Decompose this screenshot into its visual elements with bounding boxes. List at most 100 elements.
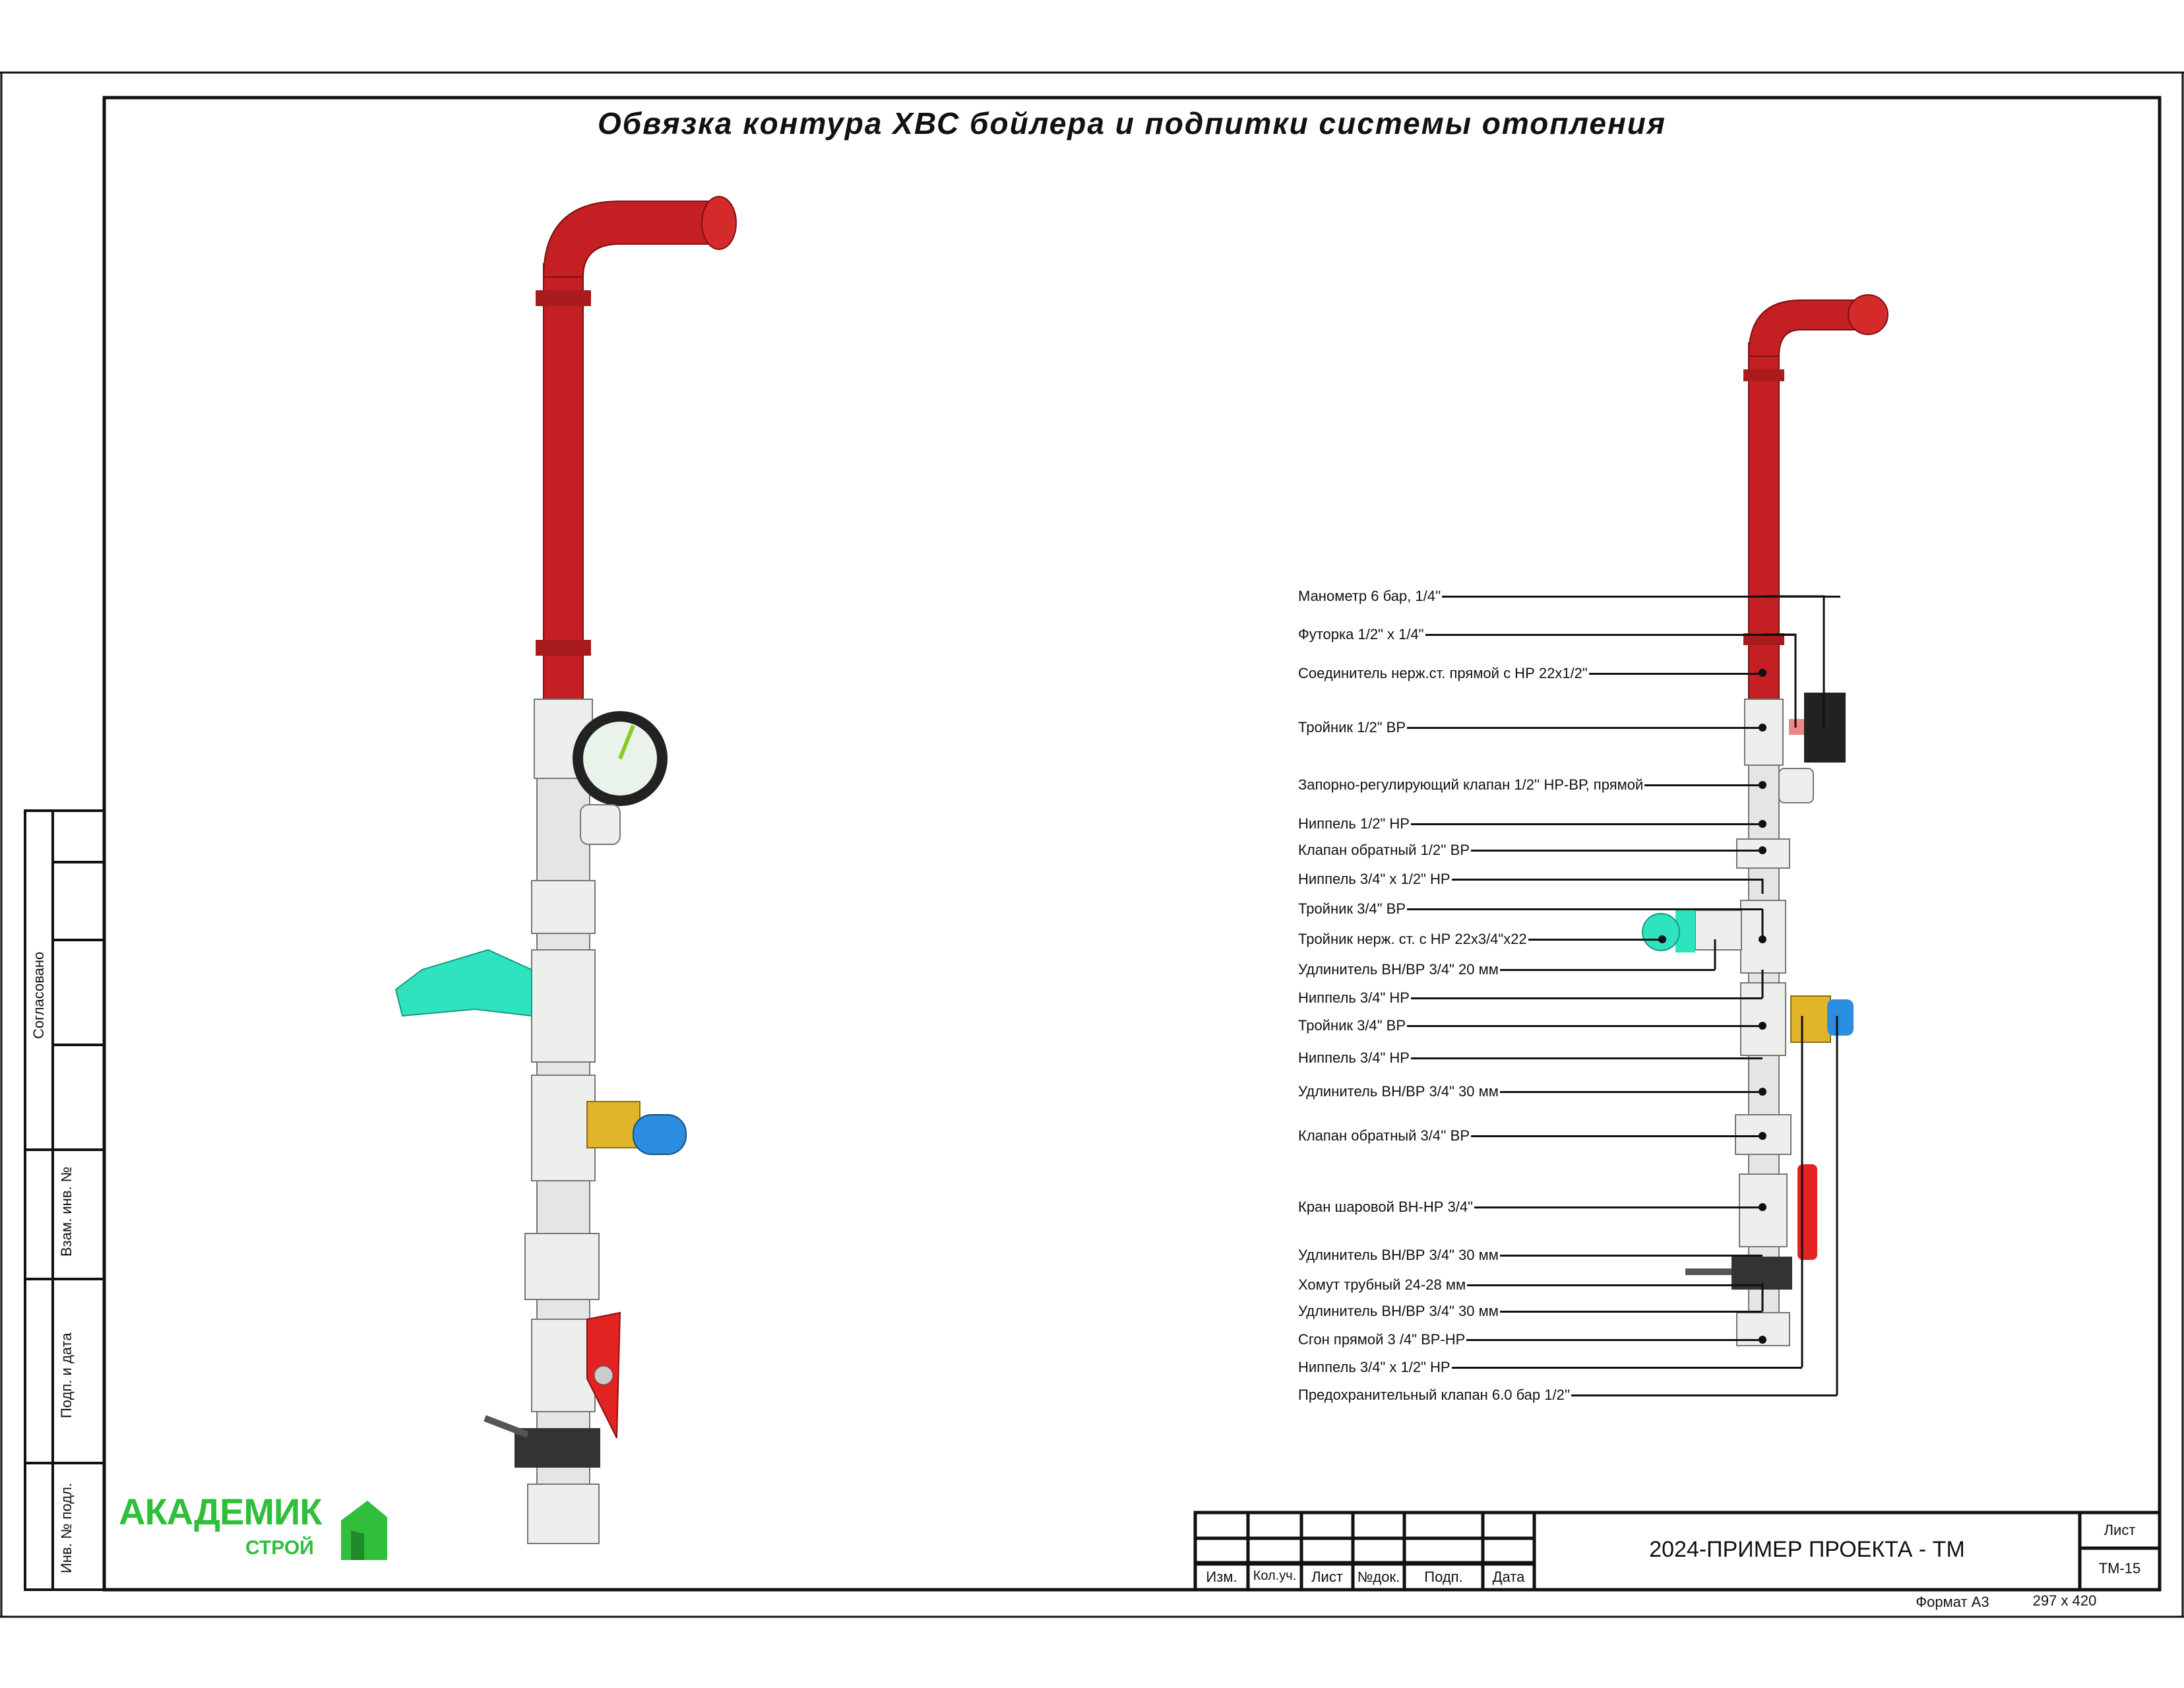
callout-extender-30-b: Удлинитель ВН/ВР 3/4" 30 мм xyxy=(1298,1245,1763,1265)
callout-text: Тройник 1/2" ВР xyxy=(1298,719,1406,735)
tb-header-ndok: №док. xyxy=(1357,1569,1400,1585)
leader-dot xyxy=(1759,1203,1766,1211)
leader-line xyxy=(1499,1090,1763,1093)
callout-nipple-reducer-b: Ниппель 3/4" x 1/2" НР xyxy=(1298,1358,1802,1377)
tb-header-izm: Изм. xyxy=(1206,1569,1237,1585)
drawing-title: Обвязка контура ХВС бойлера и подпитки с… xyxy=(598,106,1666,141)
callout-check-valve-half: Клапан обратный 1/2'' ВР xyxy=(1298,840,1763,860)
leader-line xyxy=(1442,595,1840,598)
callout-text: Сгон прямой 3 /4" ВР-НР xyxy=(1298,1331,1466,1348)
leader-dot xyxy=(1759,1336,1766,1344)
callout-nipple-half: Ниппель 1/2" НР xyxy=(1298,814,1763,834)
callout-extender-20: Удлинитель ВН/ВР 3/4" 20 мм xyxy=(1298,960,1715,980)
leader-line xyxy=(1425,633,1795,636)
callout-nipple-3-4: Ниппель 3/4" НР xyxy=(1298,988,1763,1008)
callout-text: Ниппель 3/4" НР xyxy=(1298,1049,1410,1066)
leader-line xyxy=(1407,1024,1763,1027)
callout-text: Ниппель 1/2" НР xyxy=(1298,815,1410,832)
callout-check-valve-3-4: Клапан обратный 3/4'' ВР xyxy=(1298,1126,1763,1146)
leader-line xyxy=(1411,1057,1763,1059)
stamp-inv-orig: Инв. № подл. xyxy=(58,1482,75,1573)
callout-manometer: Манометр 6 бар, 1/4'' xyxy=(1298,586,1840,606)
leader-line xyxy=(1407,908,1763,910)
leader-line xyxy=(1451,1366,1802,1369)
callout-text: Предохранительный клапан 6.0 бар 1/2'' xyxy=(1298,1387,1571,1403)
callout-tee-3-4: Тройник 3/4" ВР xyxy=(1298,899,1763,919)
callout-ball-valve: Кран шаровой ВН-НР 3/4" xyxy=(1298,1197,1763,1217)
callout-text: Ниппель 3/4" НР xyxy=(1298,989,1410,1006)
stamp-agreed: Согласовано xyxy=(30,951,47,1039)
callout-text: Хомут трубный 24-28 мм xyxy=(1298,1276,1466,1293)
callout-nipple-reducer: Ниппель 3/4" x 1/2" НР xyxy=(1298,869,1763,889)
leader-line xyxy=(1466,1338,1763,1341)
tb-header-list: Лист xyxy=(1311,1569,1343,1585)
tb-sheet-label: Лист xyxy=(2104,1522,2136,1538)
logo-icon xyxy=(341,1501,387,1560)
tb-project-code: 2024-ПРИМЕР ПРОЕКТА - ТМ xyxy=(1649,1537,1965,1562)
callout-text: Клапан обратный 3/4'' ВР xyxy=(1298,1127,1470,1144)
tb-format: Формат А3 xyxy=(1916,1594,1989,1610)
leader-line xyxy=(1451,878,1763,881)
callout-safety-valve: Предохранительный клапан 6.0 бар 1/2'' xyxy=(1298,1385,1837,1405)
callout-text: Ниппель 3/4" x 1/2" НР xyxy=(1298,871,1451,887)
leader-dot xyxy=(1759,724,1766,732)
callout-text: Тройник нерж. ст. с НР 22x3/4"x22 xyxy=(1298,931,1527,947)
leader-dot xyxy=(1759,669,1766,677)
leader-dot xyxy=(1759,846,1766,854)
tb-size: 297 x 420 xyxy=(2032,1592,2097,1609)
callout-text: Тройник 3/4" ВР xyxy=(1298,1017,1406,1034)
stamp-sign-date: Подп. и дата xyxy=(58,1332,75,1418)
leader-line xyxy=(1499,1310,1763,1313)
callout-text: Удлинитель ВН/ВР 3/4" 30 мм xyxy=(1298,1247,1499,1263)
tb-header-podp: Подп. xyxy=(1424,1569,1463,1585)
callout-text: Футорка 1/2" x 1/4" xyxy=(1298,626,1424,642)
tb-sheet-value: ТМ-15 xyxy=(2098,1560,2141,1577)
callout-nipple-3-4-second: Ниппель 3/4" НР xyxy=(1298,1048,1763,1068)
tb-header-kol: Кол.уч. xyxy=(1253,1569,1297,1583)
callout-text: Манометр 6 бар, 1/4'' xyxy=(1298,588,1441,604)
leader-line xyxy=(1474,1206,1763,1208)
callout-text: Удлинитель ВН/ВР 3/4" 20 мм xyxy=(1298,961,1499,978)
callout-tee-3-4-second: Тройник 3/4" ВР xyxy=(1298,1016,1763,1036)
leader-dot xyxy=(1759,935,1766,943)
callout-stainless-tee: Тройник нерж. ст. с НР 22x3/4"x22 xyxy=(1298,929,1662,949)
leader-line xyxy=(1588,672,1763,675)
leader-line xyxy=(1528,938,1662,941)
leader-line xyxy=(1499,1254,1763,1257)
leader-dot xyxy=(1759,1132,1766,1140)
leader-line xyxy=(1471,1135,1763,1137)
callout-text: Клапан обратный 1/2'' ВР xyxy=(1298,842,1470,858)
leader-line xyxy=(1467,1284,1763,1286)
callout-text: Соединитель нерж.ст. прямой с НР 22x1/2" xyxy=(1298,665,1588,681)
leader-line xyxy=(1471,849,1763,852)
callout-text: Тройник 3/4" ВР xyxy=(1298,900,1406,917)
callout-shutoff-valve: Запорно-регулирующий клапан 1/2'' НР-ВР,… xyxy=(1298,775,1763,795)
left-pipe-assembly xyxy=(394,196,737,1544)
leader-dot xyxy=(1759,1088,1766,1096)
callout-union: Сгон прямой 3 /4" ВР-НР xyxy=(1298,1330,1763,1350)
callout-tee-half: Тройник 1/2" ВР xyxy=(1298,718,1763,737)
callout-connector: Соединитель нерж.ст. прямой с НР 22x1/2" xyxy=(1298,664,1763,683)
callout-extender-30: Удлинитель ВН/ВР 3/4" 30 мм xyxy=(1298,1082,1763,1102)
leader-line xyxy=(1571,1394,1837,1396)
leader-dot xyxy=(1759,781,1766,789)
callout-futorka: Футорка 1/2" x 1/4" xyxy=(1298,625,1795,644)
leader-line xyxy=(1411,997,1763,999)
logo-text: АКАДЕМИК xyxy=(119,1491,322,1532)
stamp-replace-inv: Взам. инв. № xyxy=(58,1166,75,1257)
leader-line xyxy=(1644,784,1763,786)
side-stamp xyxy=(24,809,106,1591)
leader-dot xyxy=(1759,820,1766,828)
callout-text: Удлинитель ВН/ВР 3/4" 30 мм xyxy=(1298,1303,1499,1319)
leader-line xyxy=(1407,726,1763,729)
leader-line xyxy=(1411,823,1763,825)
callout-extender-30-c: Удлинитель ВН/ВР 3/4" 30 мм xyxy=(1298,1301,1763,1321)
callout-text: Удлинитель ВН/ВР 3/4" 30 мм xyxy=(1298,1083,1499,1100)
callout-text: Кран шаровой ВН-НР 3/4" xyxy=(1298,1199,1473,1215)
callout-pipe-clamp: Хомут трубный 24-28 мм xyxy=(1298,1275,1763,1295)
callout-text: Ниппель 3/4" x 1/2" НР xyxy=(1298,1359,1451,1375)
logo-subtext: СТРОЙ xyxy=(245,1537,314,1559)
leader-line xyxy=(1499,968,1715,971)
